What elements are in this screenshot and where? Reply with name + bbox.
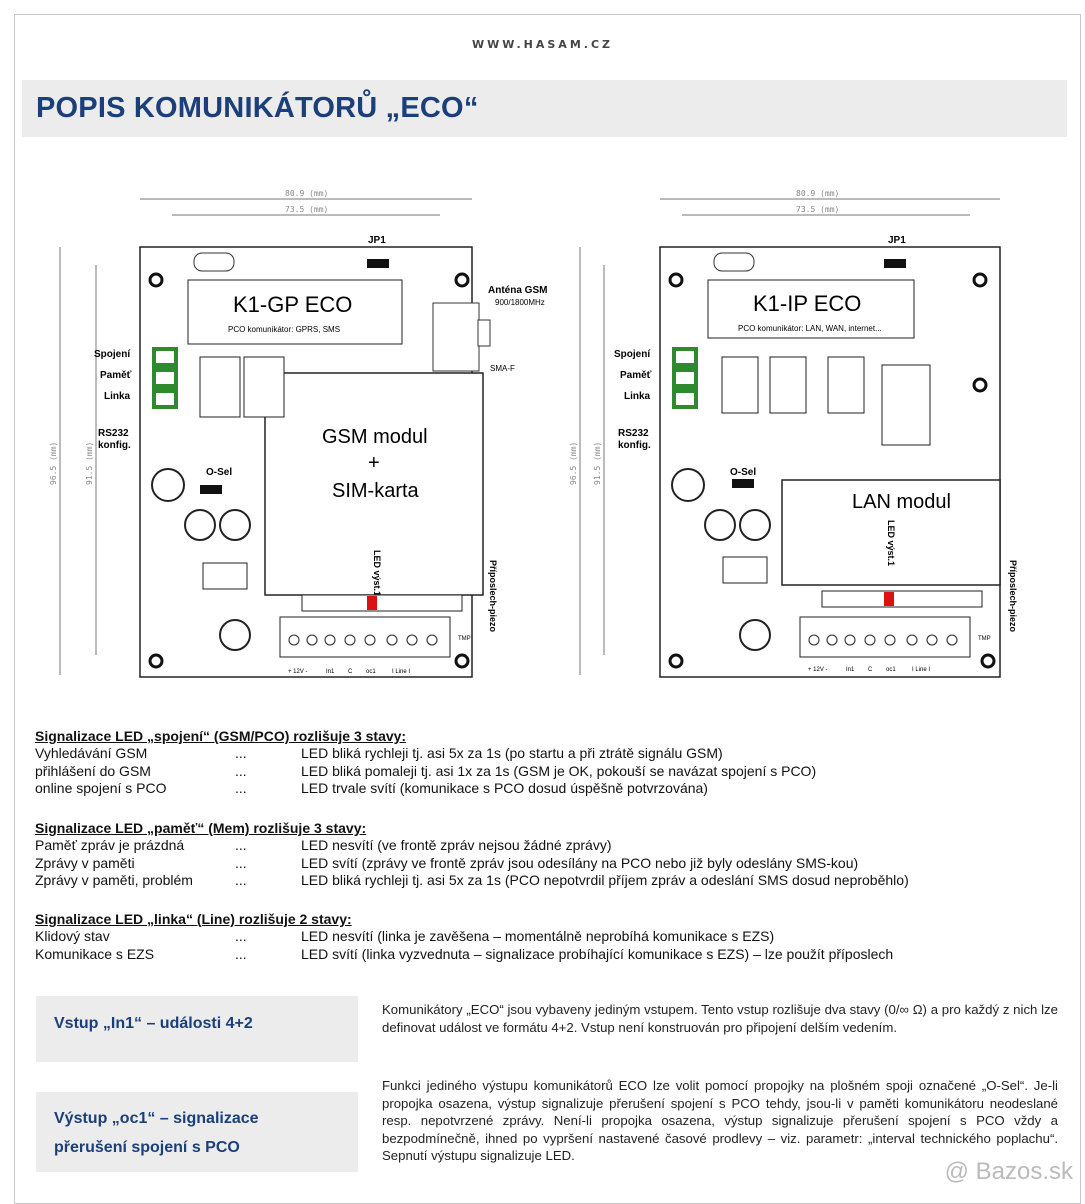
dim-inner-height: 91.5 (mm) xyxy=(85,442,94,485)
sma-label: SMA-F xyxy=(490,364,515,373)
terminal-in1: In1 xyxy=(846,667,855,673)
dim-outer-width: 80.9 (mm) xyxy=(285,189,328,198)
led-label-pamet: Paměť xyxy=(100,370,132,381)
terminal-c: C xyxy=(348,669,353,675)
board-k1-gp-eco: 80.9 (mm) 73.5 (mm) 96.5 (mm) 91.5 (mm) … xyxy=(49,189,547,678)
piezo-label: Příposlech-piezo xyxy=(488,560,498,633)
table-row: Paměť zpráv je prázdná...LED nesvítí (ve… xyxy=(35,837,612,853)
terminal-line: I Line I xyxy=(392,669,410,675)
led-label-linka: Linka xyxy=(104,391,131,402)
board-name: K1-IP ECO xyxy=(753,291,861,316)
section-heading: Signalizace LED „spojení“ (GSM/PCO) rozl… xyxy=(35,728,407,744)
terminal-c: C xyxy=(868,667,873,673)
table-row: Klidový stav...LED nesvítí (linka je zav… xyxy=(35,928,775,944)
dim-outer-height: 96.5 (mm) xyxy=(569,442,578,485)
terminal-oc1: oc1 xyxy=(366,669,376,675)
in1-paragraph: Komunikátory „ECO“ jsou vybaveny jediným… xyxy=(382,1002,1058,1035)
dim-inner-width: 73.5 (mm) xyxy=(796,205,839,214)
board-subtitle: PCO komunikátor: GPRS, SMS xyxy=(228,325,340,334)
antenna-label: Anténa GSM xyxy=(488,285,547,296)
table-row: online spojení s PCO...LED trvale svítí … xyxy=(35,780,708,796)
title-bar: POPIS KOMUNIKÁTORŮ „ECO“ xyxy=(22,80,1067,137)
piezo-label: Příposlech-piezo xyxy=(1008,560,1018,633)
led-label-spojeni: Spojení xyxy=(614,349,651,360)
led-output-label: LED výst.1 xyxy=(886,520,896,566)
module-line-1: GSM modul xyxy=(322,426,428,448)
table-row: přihlášení do GSM...LED bliká pomaleji t… xyxy=(35,762,817,779)
table-row: Zprávy v paměti...LED svítí (zprávy ve f… xyxy=(35,854,859,871)
jp1-label: JP1 xyxy=(888,235,906,246)
dim-outer-width: 80.9 (mm) xyxy=(796,189,839,198)
led-output-label: LED výst.1 xyxy=(372,550,382,596)
table-row: Komunikace s EZS...LED svítí (linka vyzv… xyxy=(35,945,894,962)
in1-box: Vstup „In1“ – události 4+2 xyxy=(36,996,358,1062)
module-line-2: + xyxy=(368,452,380,474)
section-linka: Signalizace LED „linka“ (Line) rozlišuje… xyxy=(35,911,893,963)
rs232-label: RS232 xyxy=(618,428,649,439)
board-k1-ip-eco: 80.9 (mm) 73.5 (mm) 96.5 (mm) 91.5 (mm) … xyxy=(569,189,1018,678)
table-row: Zprávy v paměti, problém...LED bliká ryc… xyxy=(35,872,909,888)
terminal-12v: + 12V - xyxy=(808,667,828,673)
page-title: POPIS KOMUNIKÁTORŮ „ECO“ xyxy=(36,92,479,124)
konfig-label: konfig. xyxy=(98,440,131,451)
section-heading: Signalizace LED „paměť“ (Mem) rozlišuje … xyxy=(35,820,367,836)
watermark: @ Bazos.sk xyxy=(944,1158,1073,1185)
section-heading: Signalizace LED „linka“ (Line) rozlišuje… xyxy=(35,911,352,927)
section-pamet: Signalizace LED „paměť“ (Mem) rozlišuje … xyxy=(35,820,909,890)
osel-label: O-Sel xyxy=(206,467,232,478)
antenna-frequency: 900/1800MHz xyxy=(495,298,545,307)
oc1-paragraph: Funkci jediného výstupu komunikátorů ECO… xyxy=(382,1078,1058,1163)
led-label-pamet: Paměť xyxy=(620,370,652,381)
led-label-linka: Linka xyxy=(624,391,651,402)
tmp-label: TMP xyxy=(458,636,471,642)
section-spojeni: Signalizace LED „spojení“ (GSM/PCO) rozl… xyxy=(35,728,816,798)
board-subtitle: PCO komunikátor: LAN, WAN, internet... xyxy=(738,324,882,333)
terminal-12v: + 12V - xyxy=(288,669,308,675)
oc1-title-line-2: přerušení spojení s PCO xyxy=(54,1139,240,1156)
rs232-label: RS232 xyxy=(98,428,129,439)
jp1-label: JP1 xyxy=(368,235,386,246)
board-name: K1-GP ECO xyxy=(233,292,352,317)
oc1-box: Výstup „oc1“ – signalizace přerušení spo… xyxy=(36,1092,358,1172)
osel-label: O-Sel xyxy=(730,467,756,478)
konfig-label: konfig. xyxy=(618,440,651,451)
terminal-oc1: oc1 xyxy=(886,667,896,673)
table-row: Vyhledávání GSM...LED bliká rychleji tj.… xyxy=(35,745,723,761)
terminal-line: I Line I xyxy=(912,667,930,673)
led-label-spojeni: Spojení xyxy=(94,349,131,360)
dim-inner-height: 91.5 (mm) xyxy=(593,442,602,485)
module-line-3: SIM-karta xyxy=(332,480,420,502)
site-url[interactable]: WWW.HASAM.CZ xyxy=(471,38,613,51)
dim-inner-width: 73.5 (mm) xyxy=(285,205,328,214)
in1-title: Vstup „In1“ – události 4+2 xyxy=(54,1015,253,1032)
module-label: LAN modul xyxy=(852,491,951,513)
tmp-label: TMP xyxy=(978,636,991,642)
terminal-in1: In1 xyxy=(326,669,335,675)
oc1-title-line-1: Výstup „oc1“ – signalizace xyxy=(54,1110,259,1127)
dim-outer-height: 96.5 (mm) xyxy=(49,442,58,485)
